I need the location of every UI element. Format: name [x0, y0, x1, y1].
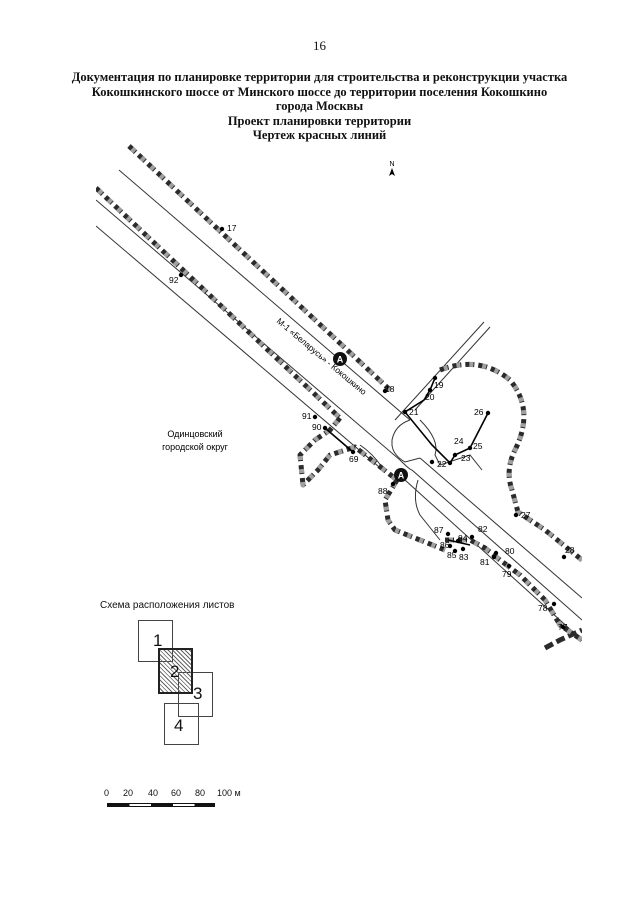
red-line-symbols [96, 144, 582, 651]
sheet-2-current: 2 [158, 648, 193, 694]
bus-stop-letter: А [337, 355, 344, 365]
point-label: 69 [349, 454, 359, 464]
sheet-number: 4 [174, 716, 184, 735]
bus-stop-icon: А [394, 468, 408, 482]
point-markers [178, 226, 567, 630]
point-label: 85 [447, 550, 457, 560]
point-label: 26 [474, 407, 484, 417]
point-label: 22 [437, 459, 447, 469]
point-label: 20 [425, 392, 435, 402]
point-label: 25 [473, 441, 483, 451]
point-label: 83 [459, 552, 469, 562]
point-label: 92 [169, 275, 179, 285]
scale-label: 100 м [217, 788, 241, 798]
scale-labels: 0 20 40 60 80 100 м [100, 788, 260, 800]
district-label-line-1: Одинцовский [167, 429, 222, 439]
scale-bar [107, 803, 215, 807]
point-label: 77 [558, 622, 568, 632]
header-line-1: Документация по планировке территории дл… [71, 70, 568, 84]
point-label: 18 [385, 384, 395, 394]
bus-stop-letter: А [398, 471, 405, 481]
point-label: 17 [227, 223, 237, 233]
point-label: 78 [538, 603, 548, 613]
header-line-3: города Москвы [275, 99, 364, 113]
sheet-4: 4 [164, 703, 199, 745]
scale-label: 0 [104, 788, 110, 798]
north-label: N [389, 161, 394, 168]
page-number: 16 [313, 38, 326, 53]
point-label: 90 [312, 422, 322, 432]
point-label: 24 [454, 436, 464, 446]
district-label-line-2: городской округ [162, 442, 229, 452]
header-line-4: Проект планировки территории [227, 113, 412, 128]
scale-label: 60 [171, 788, 182, 798]
point-label: 91 [302, 411, 312, 421]
sheet-3: 3 [178, 672, 213, 717]
point-label: 21 [409, 407, 419, 417]
point-label: 82 [478, 524, 488, 534]
document-header: Документация по планировке территории дл… [30, 70, 609, 143]
point-label: 87 [434, 525, 444, 535]
sheet-number: 3 [193, 684, 203, 703]
point-label: 28 [565, 545, 575, 555]
road-edges [96, 169, 582, 641]
point-labels: 17 92 18 19 20 21 26 91 90 24 25 22 23 6… [169, 223, 575, 632]
point-label: 86 [440, 540, 450, 550]
sheet-scheme-title: Схема расположения листов [100, 600, 235, 611]
point-label: 79 [502, 569, 512, 579]
sheet-number: 1 [153, 631, 163, 650]
point-label: 81 [480, 557, 490, 567]
scale-label: 80 [195, 788, 206, 798]
point-label: 84 [458, 533, 468, 543]
point-label: 27 [521, 510, 531, 520]
point-label: 88 [378, 486, 388, 496]
point-label: 23 [461, 453, 471, 463]
header-line-5: Чертеж красных линий [252, 128, 387, 142]
scale-label: 40 [148, 788, 159, 798]
north-arrow-icon [389, 168, 395, 176]
bus-stop-icon: А [333, 352, 347, 366]
sheet-1: 1 [138, 620, 173, 662]
sheet-number: 2 [170, 662, 180, 681]
point-label: 80 [505, 546, 515, 556]
header-line-2: Кокошкинского шоссе от Минского шоссе до… [91, 84, 548, 99]
point-label: 19 [434, 380, 444, 390]
scale-label: 20 [123, 788, 134, 798]
